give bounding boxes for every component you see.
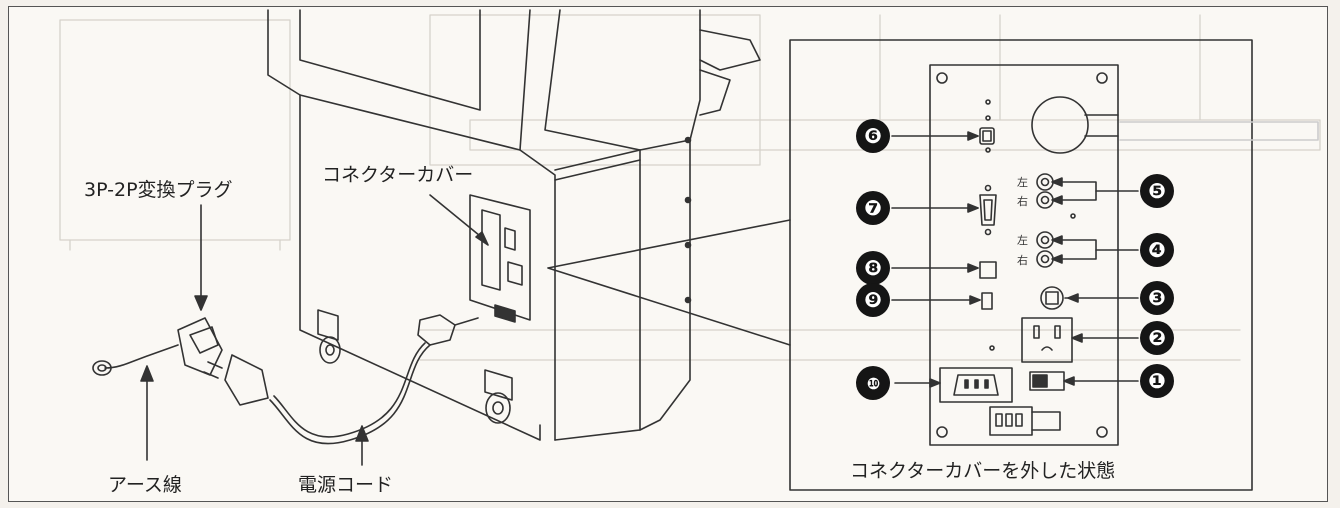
channel-right-top: 右 bbox=[1017, 195, 1028, 208]
leader-lines bbox=[140, 194, 791, 466]
callout-5: ❺ bbox=[1140, 174, 1174, 208]
callout-4: ❹ bbox=[1140, 233, 1174, 267]
adapter-drawing bbox=[92, 317, 223, 376]
inlet-10 bbox=[939, 367, 1013, 403]
channel-left-bottom: 左 bbox=[1017, 234, 1028, 247]
label-earth-wire: アース線 bbox=[108, 474, 182, 496]
callout-2: ❷ bbox=[1140, 321, 1174, 355]
cable-knockout bbox=[1031, 96, 1089, 154]
connector-plate bbox=[929, 64, 1119, 446]
callout-1: ❶ bbox=[1140, 364, 1174, 398]
callout-7: ❼ bbox=[856, 191, 890, 225]
rca-pair-5 bbox=[1036, 173, 1054, 209]
background-ghost-outline bbox=[59, 14, 1321, 361]
cabinet-drawing bbox=[267, 9, 761, 441]
callout-3: ❸ bbox=[1140, 281, 1174, 315]
channel-right-bottom: 右 bbox=[1017, 254, 1028, 267]
power-cord-drawing bbox=[203, 314, 479, 445]
callout-9: ❾ bbox=[856, 283, 890, 317]
outlet-2 bbox=[1021, 317, 1073, 363]
callout-10: ❿ bbox=[856, 366, 890, 400]
port-8 bbox=[979, 261, 997, 279]
diagram-frame bbox=[8, 6, 1328, 502]
callout-8: ❽ bbox=[856, 251, 890, 285]
label-connector-cover: コネクターカバー bbox=[322, 164, 474, 186]
label-panel-caption: コネクターカバーを外した状態 bbox=[850, 460, 1116, 482]
callout-leaders bbox=[891, 131, 1139, 388]
rca-pair-4 bbox=[1036, 231, 1054, 268]
label-power-cord: 電源コード bbox=[298, 474, 394, 496]
channel-left-top: 左 bbox=[1017, 176, 1028, 189]
label-plug-adapter: 3P-2P変換プラグ bbox=[84, 179, 233, 201]
switch-1 bbox=[1029, 371, 1065, 391]
callout-6: ❻ bbox=[856, 119, 890, 153]
port-9 bbox=[981, 292, 993, 310]
port-6 bbox=[979, 127, 995, 153]
detail-box bbox=[789, 39, 1253, 491]
port-7 bbox=[979, 184, 997, 236]
fuse-holder bbox=[989, 406, 1061, 436]
port-3 bbox=[1040, 286, 1064, 310]
